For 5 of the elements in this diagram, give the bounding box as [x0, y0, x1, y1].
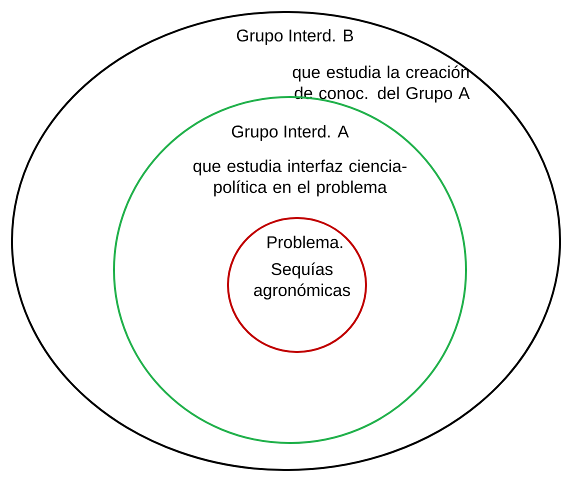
- group-heading: Grupo Interd. A: [232, 125, 349, 141]
- group-description: que estudia interfaz ciencia-política en el problema: [193, 160, 406, 196]
- group-heading: Grupo Interd. B: [236, 29, 353, 45]
- group-heading: Problema.: [268, 236, 342, 248]
- group-description: Sequías agronómicas: [254, 262, 350, 300]
